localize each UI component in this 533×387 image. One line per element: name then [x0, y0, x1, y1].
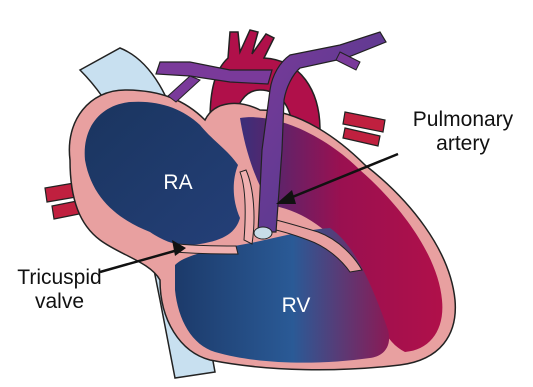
tricuspid-valve-label-line2: valve	[2, 290, 117, 314]
pulmonary-valve	[254, 227, 272, 239]
right-atrium-label: RA	[148, 171, 208, 195]
tricuspid-valve-label-line1: Tricuspid	[2, 266, 117, 290]
pulmonary-artery-label-line2: artery	[388, 132, 533, 156]
tricuspid-valve-label: Tricuspid valve	[2, 266, 117, 314]
right-ventricle-label: RV	[266, 294, 326, 318]
pulmonary-artery-label-line1: Pulmonary	[388, 108, 533, 132]
right-red-vessel-stubs	[343, 112, 385, 146]
pulmonary-artery-label: Pulmonary artery	[388, 108, 533, 156]
